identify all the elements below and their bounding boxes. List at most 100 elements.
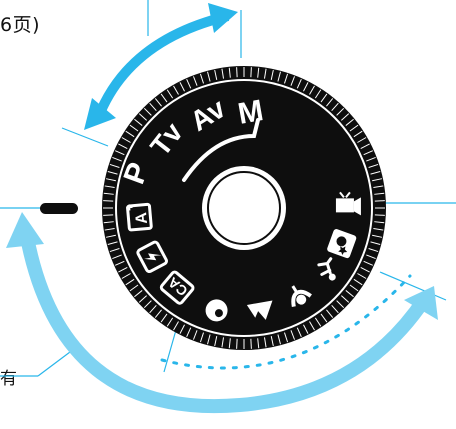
knurl-tick xyxy=(374,200,385,202)
knurl-tick xyxy=(374,192,385,195)
knurl-tick xyxy=(303,324,309,334)
dial-index-marker xyxy=(40,203,78,214)
knurl-tick xyxy=(103,200,114,202)
knurl-tick xyxy=(221,337,225,348)
knurl-tick xyxy=(363,150,374,156)
knurl-tick xyxy=(345,118,354,126)
knurl-tick xyxy=(118,267,128,273)
knurl-tick xyxy=(257,67,260,78)
knurl-tick xyxy=(357,273,367,279)
knurl-tick xyxy=(109,163,120,168)
knurl-tick xyxy=(320,313,328,323)
mode-night-portrait-icon xyxy=(327,229,357,259)
knurl-tick xyxy=(105,234,116,238)
knurl-tick xyxy=(104,185,115,189)
knurl-tick xyxy=(125,130,135,138)
knurl-tick xyxy=(303,82,309,92)
knurl-tick xyxy=(193,76,198,86)
knurl-tick xyxy=(372,178,383,182)
knurl-tick xyxy=(326,309,334,318)
mode-scene-intelligent-auto-icon: A + xyxy=(122,202,153,232)
guide-line-bottom xyxy=(163,329,177,373)
knurl-tick xyxy=(103,221,114,224)
knurl-tick xyxy=(193,330,198,340)
knurl-tick xyxy=(326,98,334,107)
knurl-tick xyxy=(366,157,376,162)
knurl-tick xyxy=(214,336,218,347)
knurl-tick xyxy=(236,67,238,78)
knurl-tick xyxy=(160,93,168,103)
knurl-tick xyxy=(257,338,260,349)
arrowhead-right xyxy=(404,286,438,320)
knurl-tick xyxy=(114,150,125,156)
knurl-tick xyxy=(121,273,131,279)
knurl-tick xyxy=(341,113,350,121)
knurl-tick xyxy=(309,321,315,331)
mode-landscape-icon xyxy=(246,300,273,320)
knurl-tick xyxy=(166,89,174,99)
knurl-tick xyxy=(199,73,204,84)
knurl-tick xyxy=(107,171,118,175)
mode-close-up-icon xyxy=(291,285,312,307)
knurl-tick xyxy=(270,69,274,80)
knurl-tick xyxy=(296,78,302,89)
knurl-tick xyxy=(103,192,114,195)
knurl-tick xyxy=(309,85,315,95)
knurl-tick xyxy=(228,67,231,78)
knurl-tick xyxy=(290,76,295,86)
knurl-tick xyxy=(129,284,139,292)
knurl-tick xyxy=(134,118,143,126)
knurl-tick xyxy=(207,71,211,82)
mode-m: M xyxy=(235,94,265,131)
knurl-tick xyxy=(134,290,143,298)
knurl-tick xyxy=(360,143,370,149)
knurl-tick xyxy=(104,227,115,231)
knurl-tick xyxy=(357,137,367,143)
page-reference-text: 6页) xyxy=(0,14,41,36)
dial-knurl xyxy=(103,67,385,349)
creative-zone-bracket xyxy=(182,118,260,182)
knurl-tick xyxy=(221,68,225,79)
knurl-tick xyxy=(154,98,162,107)
knurl-tick xyxy=(186,327,192,338)
knurl-tick xyxy=(105,178,116,182)
mode-dial[interactable]: M Av Tv P A + CA xyxy=(102,66,386,350)
knurl-tick xyxy=(336,300,345,309)
knurl-tick xyxy=(370,171,381,175)
knurl-tick xyxy=(314,317,322,327)
guide-line-bottom-left-diag xyxy=(37,351,71,377)
knurl-tick xyxy=(331,305,339,314)
knurl-tick xyxy=(228,338,231,349)
knurl-tick xyxy=(284,332,289,343)
knurl-tick xyxy=(296,327,302,338)
knurl-tick xyxy=(118,143,128,149)
knurl-tick xyxy=(179,324,185,334)
knurl-tick xyxy=(270,336,274,347)
knurl-tick xyxy=(214,69,218,80)
knurl-tick xyxy=(373,227,384,231)
knurl-tick xyxy=(341,295,350,303)
knurl-tick xyxy=(166,317,174,327)
knurl-tick xyxy=(320,93,328,103)
knurl-tick xyxy=(138,295,147,303)
guide-line-left xyxy=(61,127,109,147)
knurl-tick xyxy=(331,102,339,111)
knurl-tick xyxy=(290,330,295,340)
knurl-tick xyxy=(349,284,359,292)
knurl-tick xyxy=(277,71,281,82)
knurl-tick xyxy=(114,260,125,266)
knurl-tick xyxy=(363,260,374,266)
knurl-tick xyxy=(374,221,385,224)
knurl-tick xyxy=(173,85,179,95)
knurl-tick xyxy=(314,89,322,99)
knurl-tick xyxy=(374,214,385,216)
knurl-tick xyxy=(112,254,122,259)
knurl-tick xyxy=(207,334,211,345)
guide-line-bottom-right xyxy=(379,271,447,301)
knurl-tick xyxy=(345,290,354,298)
knurl-tick xyxy=(149,102,157,111)
knurl-tick xyxy=(336,107,345,116)
svg-text:A: A xyxy=(133,211,151,224)
knurl-tick xyxy=(138,113,147,121)
